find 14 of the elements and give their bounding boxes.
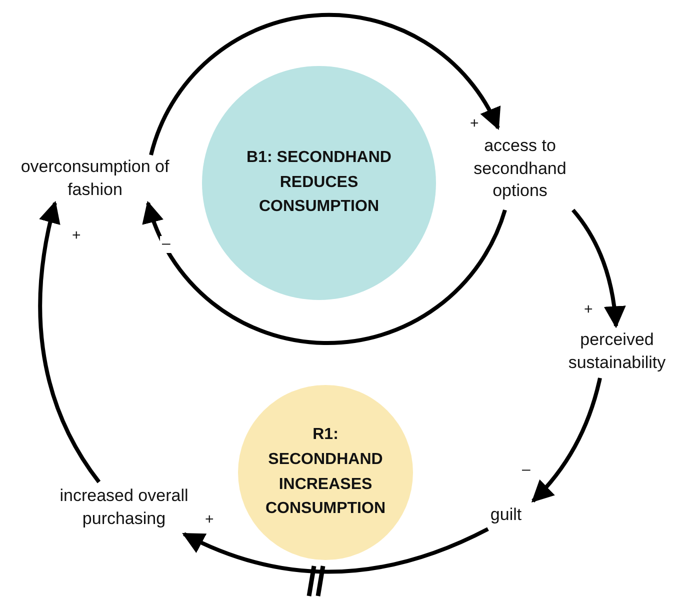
causal-arrow: [144, 200, 507, 345]
polarity-sign: –: [160, 236, 172, 252]
variable-label: access to secondhand options: [472, 134, 568, 202]
variable-label: guilt: [490, 504, 522, 526]
causal-arrow: [182, 527, 489, 574]
variable-label: overconsumption of fashion: [20, 156, 170, 201]
causal-arrow: [149, 13, 500, 156]
loop-label: B1: SECONDHAND REDUCES CONSUMPTION: [246, 148, 392, 218]
causal-arrow: [531, 378, 602, 503]
variable-label: perceived sustainability: [567, 329, 667, 374]
causal-arrow: [571, 208, 626, 328]
variable-label: increased overall purchasing: [58, 485, 190, 530]
loop-label: R1: SECONDHAND INCREASES CONSUMPTION: [266, 424, 386, 520]
causal-arrow: [38, 200, 101, 484]
